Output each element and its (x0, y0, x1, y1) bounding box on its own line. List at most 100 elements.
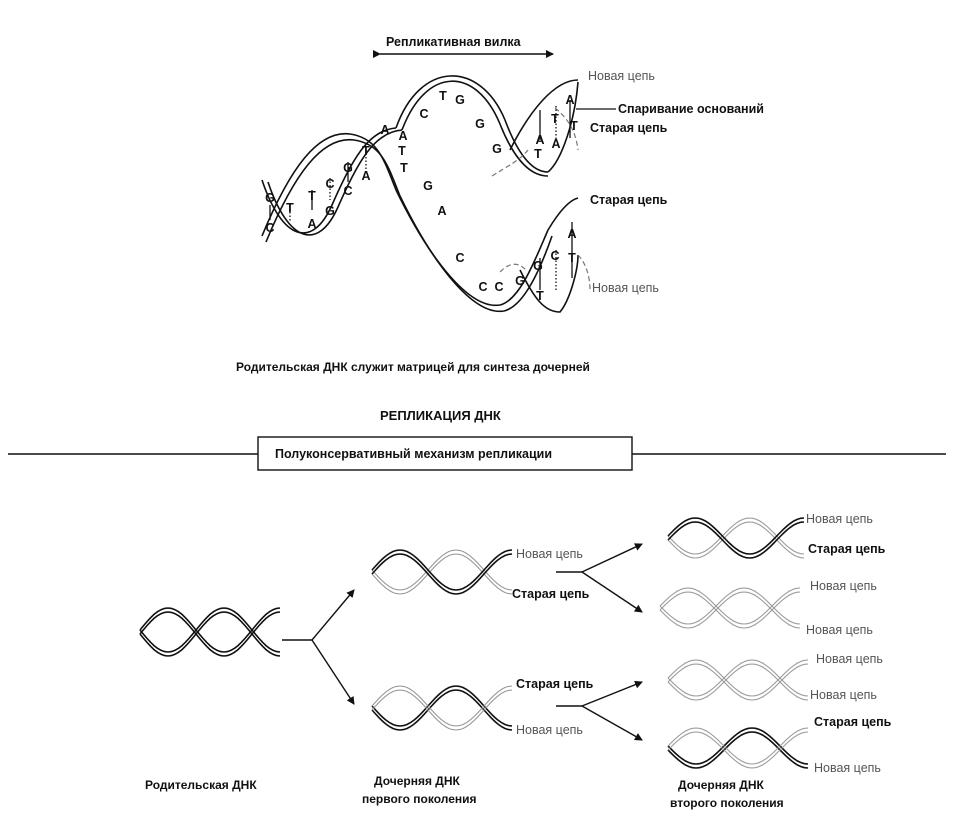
helix-strand-a (667, 727, 809, 765)
base-letter: G (265, 191, 275, 205)
helix-strand-a (371, 553, 513, 595)
helix-strand-a (659, 587, 801, 625)
helix-group (139, 517, 809, 769)
lower-rungs (539, 222, 573, 292)
base-letter: T (536, 289, 544, 303)
helix-strand-a (371, 685, 513, 727)
base-letter: C (419, 107, 428, 121)
upper-old-strand (395, 75, 549, 173)
gen2-4-second-label: Новая цепь (814, 761, 881, 775)
mechanism-box (257, 436, 633, 471)
base-letter: G (325, 204, 335, 218)
base-letter: A (565, 93, 574, 107)
upper-old-strand-2 (401, 80, 549, 177)
helix-strand-b (659, 591, 801, 629)
fork-label: Репликативная вилка (386, 35, 522, 49)
helix-strand-a (667, 731, 809, 769)
helix-strand-a (371, 549, 513, 591)
parent-strand-d (265, 139, 401, 243)
generation-arrows (282, 543, 643, 741)
gen2-helix-3 (667, 659, 809, 701)
helix-strand-b (139, 607, 281, 653)
upper-daughter-new (491, 149, 529, 177)
base-letter: C (325, 177, 334, 191)
base-letter: A (567, 227, 576, 241)
upper-daughter-old-2 (547, 81, 579, 173)
base-letter: T (398, 144, 406, 158)
base-letter: A (380, 123, 389, 137)
gen2-2-first-label: Новая цепь (810, 579, 877, 593)
helix-strand-b (659, 587, 801, 625)
base-letter: C (265, 221, 274, 235)
upper-daughter-old (509, 79, 579, 151)
base-letter: G (475, 117, 485, 131)
parent-dna-helix (139, 607, 281, 657)
new-strand-label-lower: Новая цепь (592, 281, 659, 295)
helix-strand-a (139, 607, 281, 653)
base-letter: T (362, 144, 370, 158)
base-pairing-label: Спаривание оснований (618, 102, 764, 116)
helix-strand-a (139, 611, 281, 657)
gen1-bottom-new-label: Новая цепь (516, 723, 583, 737)
lower-daughter-new (499, 263, 527, 273)
base-letter: T (570, 119, 578, 133)
helix-strand-b (371, 685, 513, 727)
base-letter: C (550, 249, 559, 263)
upper-rungs (539, 100, 571, 140)
base-letter: A (398, 129, 407, 143)
lower-daughter-old (547, 197, 579, 231)
base-letter: G (455, 93, 465, 107)
base-letter: A (551, 137, 560, 151)
first-gen-caption-line1: Дочерняя ДНК (374, 774, 460, 788)
helix-strand-b (667, 727, 809, 765)
arrow-to-second-1 (581, 543, 643, 573)
base-letter: T (400, 161, 408, 175)
first-gen-caption-line2: первого поколения (362, 792, 477, 806)
arrow-to-second-2 (581, 571, 643, 613)
gen1-top-new-label: Новая цепь (516, 547, 583, 561)
base-letter: T (534, 147, 542, 161)
gen1-bottom-helix (371, 685, 513, 731)
gen1-top-old-label: Старая цепь (512, 587, 590, 601)
base-letter: A (437, 204, 446, 218)
old-strand-label-upper: Старая цепь (590, 121, 668, 135)
top-caption: Родительская ДНК служит матрицей для син… (236, 360, 590, 374)
parent-strand-a (261, 127, 397, 234)
second-gen-caption-line1: Дочерняя ДНК (678, 778, 764, 792)
lower-old-strand (395, 189, 549, 307)
gen2-1-second-label: Старая цепь (808, 542, 886, 556)
base-letter: G (423, 179, 433, 193)
base-letter: C (455, 251, 464, 265)
helix-strand-b (371, 549, 513, 591)
helix-strand-b (667, 517, 805, 555)
helix-strand-a (667, 663, 809, 701)
second-gen-caption-line2: второго поколения (670, 796, 784, 810)
helix-strand-a (667, 521, 805, 559)
mechanism-label: Полуконсервативный механизм репликации (275, 447, 552, 461)
lower-bases: A A T T G A C C C G G C A T T (380, 123, 576, 303)
helix-strand-b (371, 689, 513, 731)
left-rungs (269, 150, 367, 222)
base-letter: T (568, 251, 576, 265)
gen1-bottom-old-label: Старая цепь (516, 677, 594, 691)
base-letter: G (343, 161, 353, 175)
lower-daughter-new-2 (577, 254, 591, 291)
section-title: РЕПЛИКАЦИЯ ДНК (380, 408, 501, 423)
gen2-4-first-label: Старая цепь (814, 715, 892, 729)
arrow-to-first-bottom (311, 639, 355, 705)
lower-old-strand-2 (399, 195, 553, 313)
helix-strand-b (139, 611, 281, 657)
upper-daughter-new-2 (554, 107, 579, 151)
base-letter: T (286, 201, 294, 215)
helix-strand-a (667, 517, 805, 555)
lower-daughter-old-2 (519, 254, 579, 313)
helix-strand-b (371, 553, 513, 595)
arrow-to-first-top (311, 589, 355, 641)
helix-strand-a (371, 689, 513, 731)
helix-strand-b (667, 659, 809, 697)
arrow-to-second-4 (581, 705, 643, 741)
base-letter: G (492, 142, 502, 156)
arrow-to-second-3 (581, 680, 643, 707)
helix-strand-b (667, 521, 805, 559)
